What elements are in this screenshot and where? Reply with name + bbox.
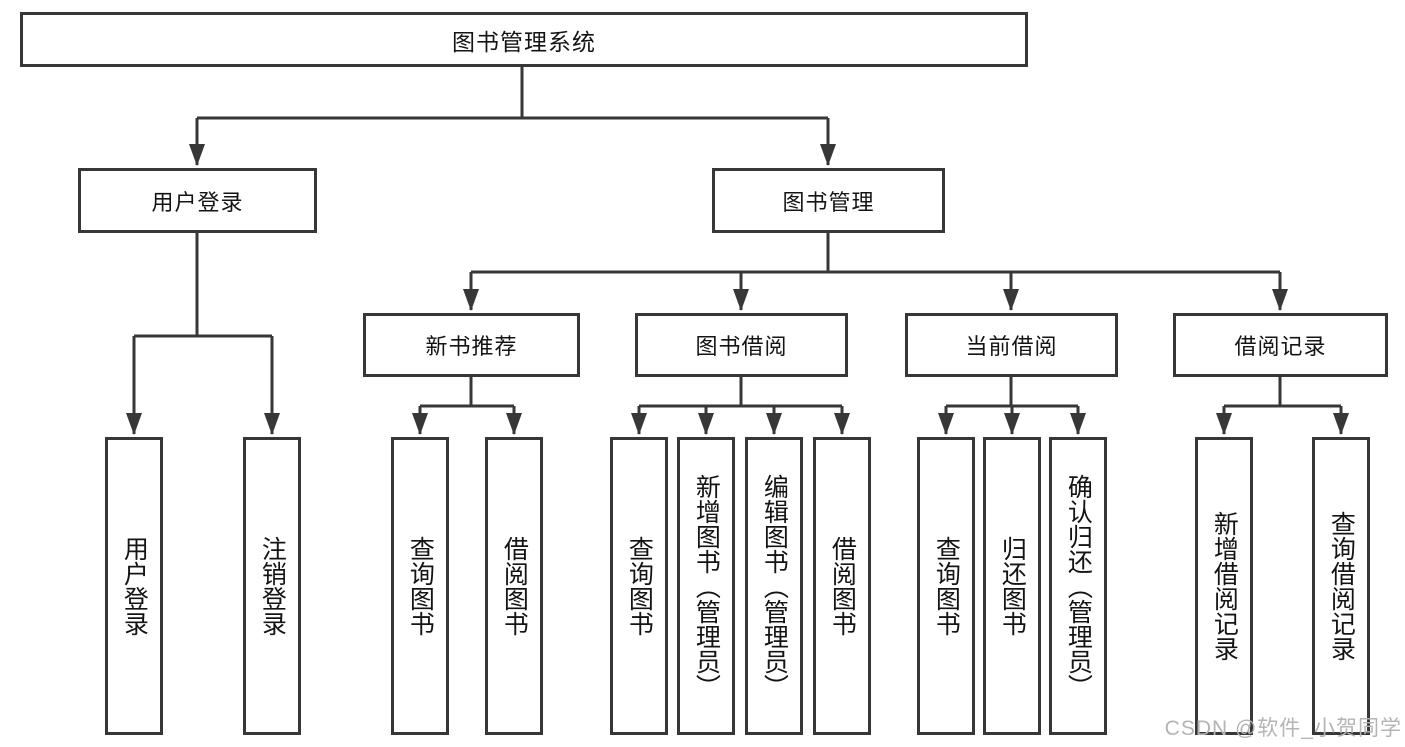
node-root: 图书管理系统 — [20, 12, 1028, 67]
leaf-borrow-add-books-admin: 新增图书（管理员） — [677, 437, 735, 735]
leaf-borrow-query-books: 查询图书 — [610, 437, 668, 735]
leaf-user-login: 用户登录 — [105, 437, 163, 735]
node-user-login: 用户登录 — [78, 168, 317, 233]
connector-root-bar — [197, 67, 828, 120]
leaf-record-add-record: 新增借阅记录 — [1195, 437, 1253, 735]
leaf-newbook-borrow-books: 借阅图书 — [485, 437, 543, 735]
node-current-borrow: 当前借阅 — [905, 313, 1118, 377]
connector-book-borrow-bar — [639, 377, 842, 408]
csdn-watermark: CSDN @软件_小贺同学 — [1164, 717, 1402, 740]
leaf-borrow-edit-books-admin: 编辑图书（管理员） — [745, 437, 803, 735]
node-book-management: 图书管理 — [712, 168, 945, 233]
connector-book-management-bar — [471, 233, 1280, 274]
node-borrow-records: 借阅记录 — [1173, 313, 1388, 377]
leaf-record-query-record: 查询借阅记录 — [1312, 437, 1370, 735]
connector-borrow-record-bar — [1224, 377, 1341, 408]
connector-current-borrow-bar — [946, 377, 1078, 408]
leaf-current-query-books: 查询图书 — [917, 437, 975, 735]
leaf-current-return-books: 归还图书 — [983, 437, 1041, 735]
leaf-logout: 注销登录 — [243, 437, 301, 735]
leaf-borrow-borrow-books: 借阅图书 — [813, 437, 871, 735]
leaf-current-confirm-return-admin: 确认归还（管理员） — [1049, 437, 1107, 735]
connector-user-login-bar — [134, 233, 272, 338]
connector-new-book-bar — [420, 377, 514, 408]
node-new-book-recommend: 新书推荐 — [363, 313, 580, 377]
leaf-newbook-query-books: 查询图书 — [391, 437, 449, 735]
node-book-borrow: 图书借阅 — [635, 313, 848, 377]
